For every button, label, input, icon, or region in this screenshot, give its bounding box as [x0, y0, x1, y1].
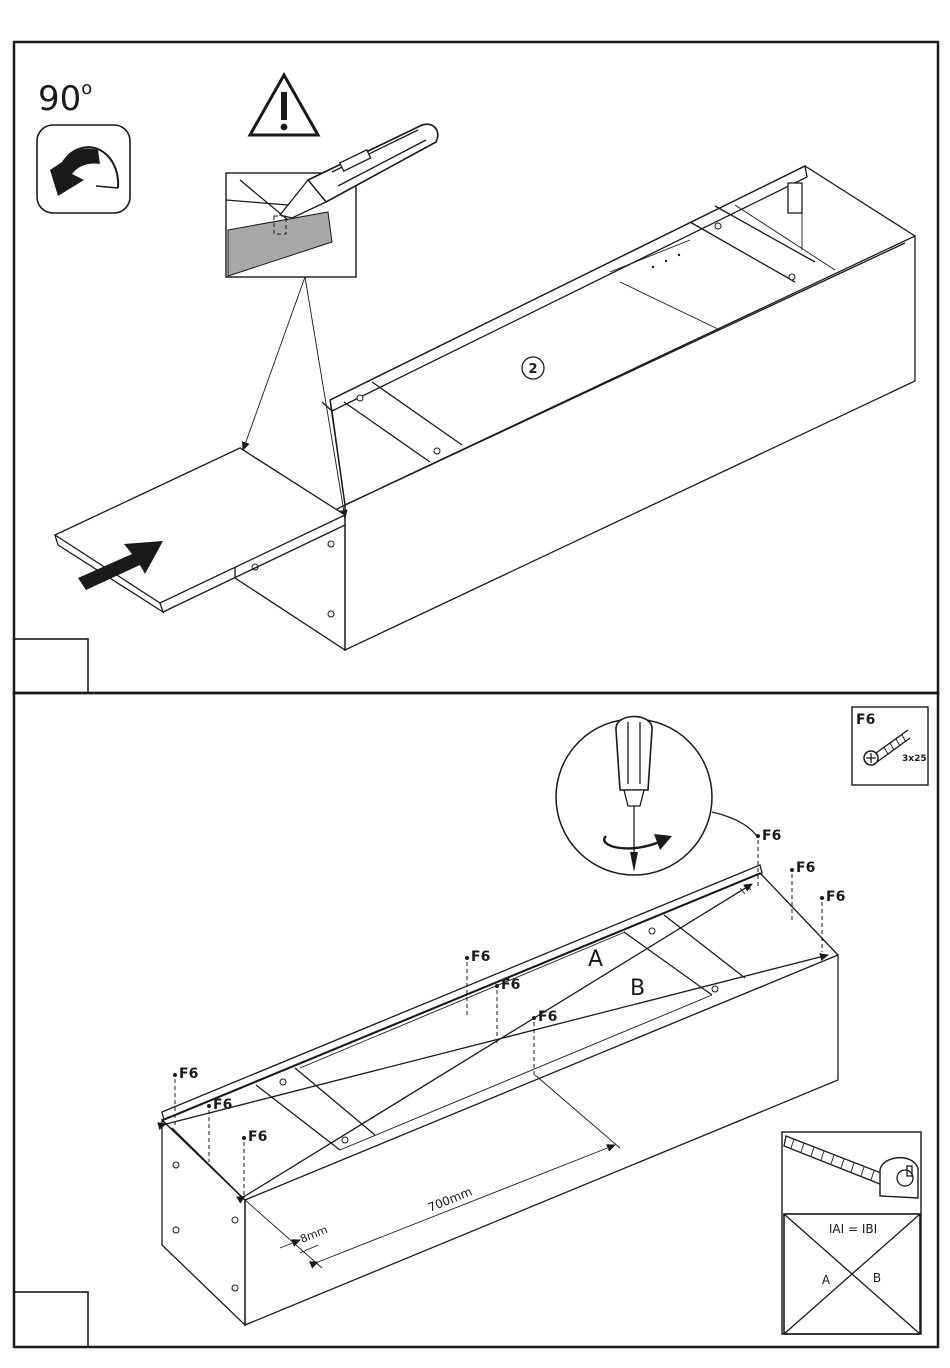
step-panel-top: 90o — [14, 42, 938, 693]
step-number-box-top — [14, 639, 88, 693]
back-panel-sliding — [55, 448, 345, 612]
svg-text:F6: F6 — [501, 977, 520, 993]
fastener-code: F6 — [856, 712, 875, 728]
screwdriver-icon — [556, 717, 758, 876]
screw-marker-8: F6 — [207, 1097, 232, 1162]
diagonal-check-inset: IAI = IBI A B — [782, 1132, 921, 1334]
check-label-a: A — [822, 1273, 831, 1287]
svg-text:F6: F6 — [213, 1097, 232, 1113]
screw-markers: F6 F6 F6 F6 F6 F6 F6 F6 F6 — [173, 828, 845, 1196]
panel-number-badge: 2 — [522, 357, 544, 379]
check-label-b: B — [873, 1271, 881, 1285]
svg-text:F6: F6 — [179, 1066, 198, 1082]
svg-text:F6: F6 — [826, 889, 845, 905]
dimension-8mm: 8mm — [298, 1223, 329, 1246]
cabinet-body-top — [235, 166, 915, 650]
svg-text:F6: F6 — [796, 860, 815, 876]
fastener-quantity: 3x25 — [902, 754, 927, 764]
step-panel-bottom: F6 3x25 — [14, 693, 938, 1347]
warning-icon — [250, 75, 318, 135]
rotation-label: 90o — [38, 78, 92, 119]
svg-text:2: 2 — [528, 362, 537, 377]
svg-text:F6: F6 — [471, 949, 490, 965]
fastener-box-f6: F6 3x25 — [852, 707, 928, 785]
screw-marker-2: F6 — [790, 860, 815, 922]
screw-marker-3: F6 — [820, 889, 845, 952]
check-formula: IAI = IBI — [829, 1222, 877, 1236]
svg-text:F6: F6 — [248, 1129, 267, 1145]
cabinet-body-bottom — [162, 865, 838, 1325]
diagonal-label-b: B — [630, 976, 645, 1001]
svg-text:F6: F6 — [538, 1009, 557, 1025]
screw-marker-9: F6 — [242, 1129, 267, 1196]
step-number-box-bottom — [14, 1292, 88, 1347]
screw-marker-1: F6 — [756, 828, 781, 888]
rotate-icon — [37, 125, 130, 213]
tape-measure-icon — [784, 1136, 918, 1198]
svg-text:F6: F6 — [762, 828, 781, 844]
detail-inset-knife — [226, 124, 438, 277]
diagonal-label-a: A — [588, 947, 603, 972]
